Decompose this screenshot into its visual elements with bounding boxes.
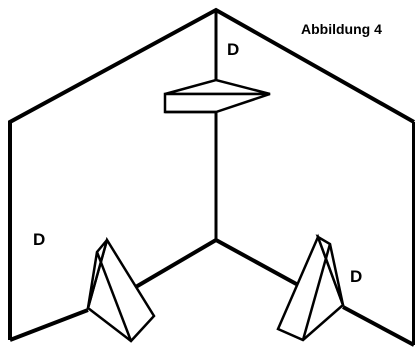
top-mirror-back-face [164, 78, 271, 96]
right-mirror [276, 233, 345, 342]
label-left-wall: D [33, 230, 45, 249]
floor-line-right [215, 238, 301, 288]
top-mirror-front-face [163, 92, 271, 114]
label-right-mirror: D [350, 267, 362, 286]
right-mirror-top-face [315, 234, 345, 306]
right-mirror-inner-edge [301, 243, 332, 341]
top-mirror [163, 78, 271, 114]
figure-caption: Abbildung 4 [301, 21, 382, 37]
left-mirror-inner-edge [95, 251, 133, 342]
left-mirror-side-face [86, 239, 109, 309]
floor-line-right-outer [342, 305, 415, 347]
label-top-mirror: D [227, 40, 239, 59]
right-mirror-front-face [276, 233, 345, 342]
floor-line-left [132, 238, 218, 290]
left-mirror [86, 236, 156, 343]
floor-line-left-outer [9, 308, 89, 342]
left-wall-outline [8, 7, 415, 340]
